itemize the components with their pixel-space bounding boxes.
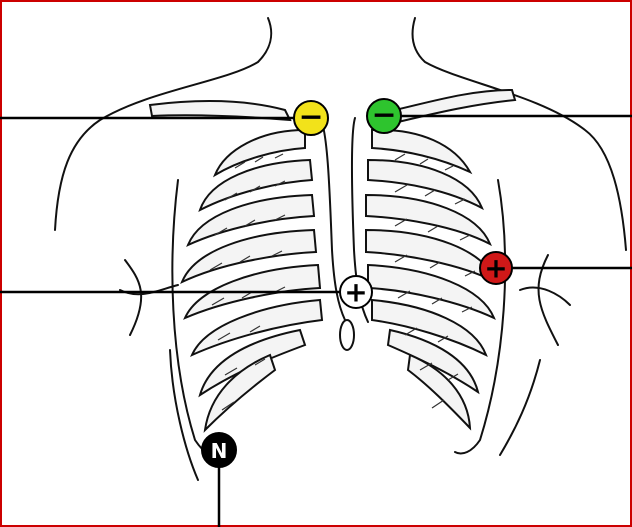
- plus-icon: +: [344, 276, 367, 309]
- plus-icon: +: [484, 252, 507, 285]
- right-ribcage: [172, 130, 322, 457]
- minus-icon: −: [371, 98, 396, 133]
- electrode-left-arm[interactable]: −: [367, 98, 401, 134]
- electrode-neutral[interactable]: N: [202, 433, 236, 467]
- torso-outline: [55, 18, 626, 480]
- electrode-right-arm[interactable]: −: [294, 100, 328, 136]
- neutral-letter: N: [211, 439, 228, 463]
- sternum: [320, 118, 368, 350]
- left-ribcage: [366, 130, 505, 454]
- electrode-center-chest[interactable]: +: [340, 276, 372, 309]
- minus-icon: −: [298, 100, 323, 135]
- electrode-left-chest[interactable]: +: [480, 252, 512, 285]
